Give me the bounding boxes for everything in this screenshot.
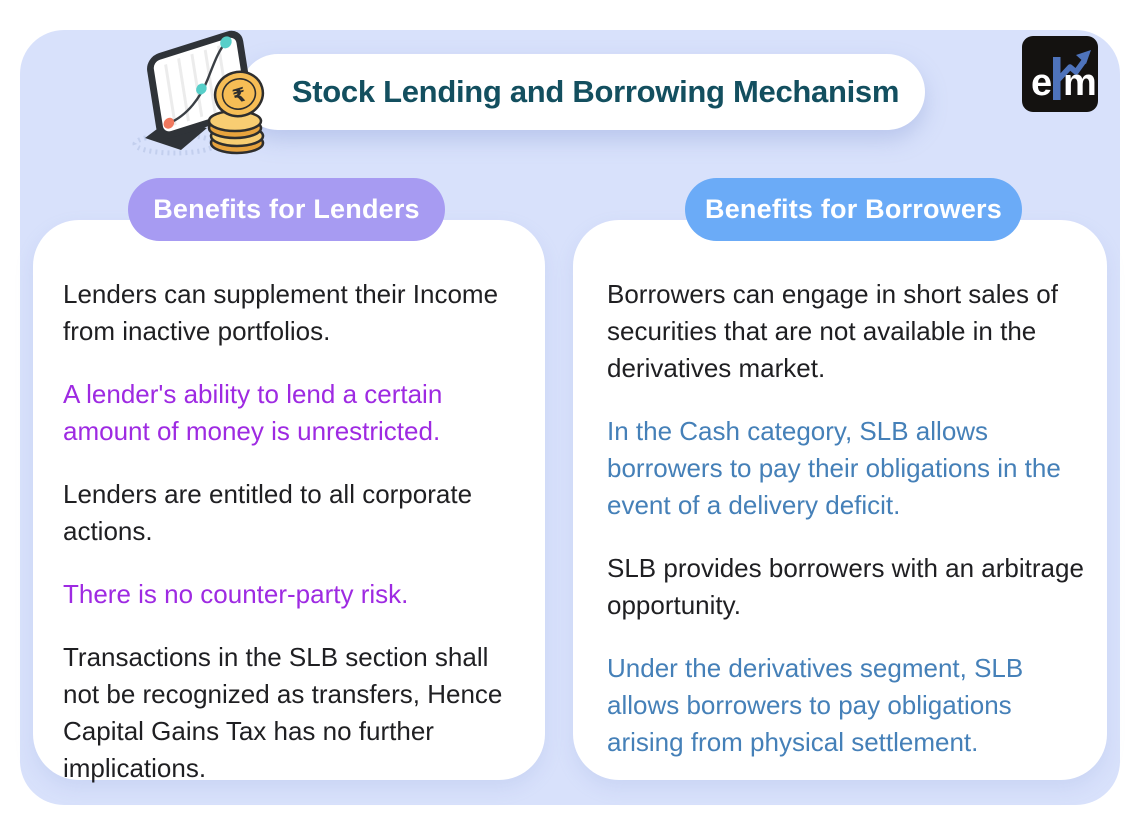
borrowers-benefit-item: SLB provides borrowers with an arbitrage… xyxy=(607,553,1084,620)
elm-logo: e m xyxy=(1022,36,1098,112)
logo-arrowhead xyxy=(1076,50,1091,64)
elm-logo-icon: e m xyxy=(1022,36,1098,112)
curve-dot-red xyxy=(163,117,175,129)
page-title: Stock Lending and Borrowing Mechanism xyxy=(291,74,900,109)
logo-letter-e: e xyxy=(1031,62,1052,104)
coin-stack: ₹ xyxy=(207,70,265,155)
borrowers-benefit-item: Borrowers can engage in short sales of s… xyxy=(607,279,1058,383)
title-pill: Stock Lending and Borrowing Mechanism xyxy=(240,54,925,130)
lenders-benefit-item: A lender's ability to lend a certain amo… xyxy=(63,379,443,446)
logo-arrow xyxy=(1055,58,1087,83)
borrowers-card: Borrowers can engage in short sales of s… xyxy=(573,220,1107,780)
lenders-card: Lenders can supplement their Income from… xyxy=(33,220,545,783)
curve-dot-teal-mid xyxy=(196,83,207,95)
lenders-benefit-item: Lenders are entitled to all corporate ac… xyxy=(63,479,473,546)
lenders-benefit-item: There is no counter-party risk. xyxy=(63,579,409,609)
lenders-benefit-item: Lenders can supplement their Income from… xyxy=(63,279,499,346)
lenders-header-pill: Benefits for Lenders xyxy=(128,178,445,241)
rupee-coin: ₹ xyxy=(213,70,265,118)
borrowers-header-label: Benefits for Borrowers xyxy=(705,194,1002,224)
borrowers-header-pill: Benefits for Borrowers xyxy=(685,178,1022,241)
laptop-chart-coins-illustration: ₹ xyxy=(123,30,281,158)
laptop-chart-coins-icon: ₹ xyxy=(132,30,265,156)
borrowers-benefit-item: Under the derivatives segment, SLB allow… xyxy=(607,653,1024,757)
curve-dot-teal-top xyxy=(220,36,232,49)
growth-curve xyxy=(168,41,227,125)
lenders-header-label: Benefits for Lenders xyxy=(153,194,420,224)
borrowers-benefit-item: In the Cash category, SLB allows borrowe… xyxy=(607,416,1061,520)
rupee-symbol: ₹ xyxy=(230,84,249,109)
lenders-benefit-item: Transactions in the SLB section shall no… xyxy=(63,642,503,783)
